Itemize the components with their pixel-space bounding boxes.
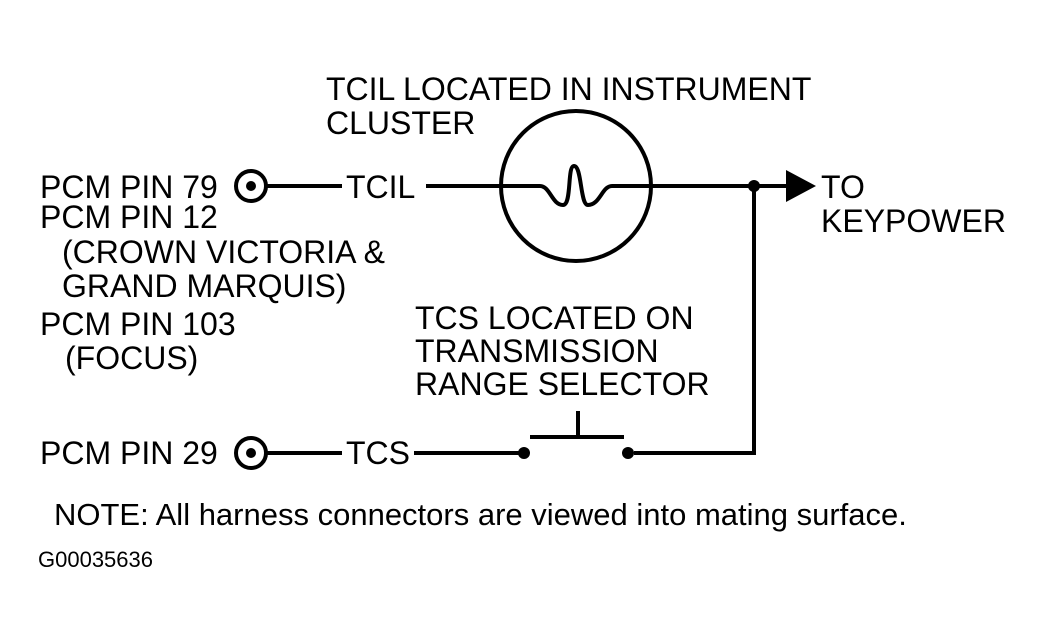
focus-label: (FOCUS) (65, 340, 198, 376)
pcm-pin-103-label: PCM PIN 103 (40, 306, 236, 342)
tcil-wire-label: TCIL (346, 169, 415, 205)
tcs-location-label-line1: TCS LOCATED ON (415, 300, 694, 336)
keypower-label: KEYPOWER (821, 203, 1006, 239)
connector-pin-29-icon (234, 436, 268, 470)
tcs-location-label-line2: TRANSMISSION (415, 333, 659, 369)
crown-victoria-label-line1: (CROWN VICTORIA & (62, 234, 385, 270)
note-text: NOTE: All harness connectors are viewed … (54, 497, 907, 532)
pcm-pin-29-label: PCM PIN 29 (40, 435, 218, 471)
lamp-icon (499, 109, 653, 263)
switch-icon (518, 411, 634, 459)
pcm-pin-12-label: PCM PIN 12 (40, 199, 218, 235)
tcs-location-label-line3: RANGE SELECTOR (415, 366, 710, 402)
figure-id: G00035636 (38, 547, 153, 572)
crown-victoria-label-line2: GRAND MARQUIS) (62, 268, 346, 304)
tcil-location-label-line2: CLUSTER (326, 105, 475, 141)
arrow-right-icon (786, 170, 816, 202)
to-label: TO (821, 169, 865, 205)
tcil-location-label-line1: TCIL LOCATED IN INSTRUMENT (326, 71, 811, 107)
tcs-wire-label: TCS (346, 435, 410, 471)
pcm-pin-79-label: PCM PIN 79 (40, 169, 218, 205)
connector-pin-79-icon (234, 169, 268, 203)
